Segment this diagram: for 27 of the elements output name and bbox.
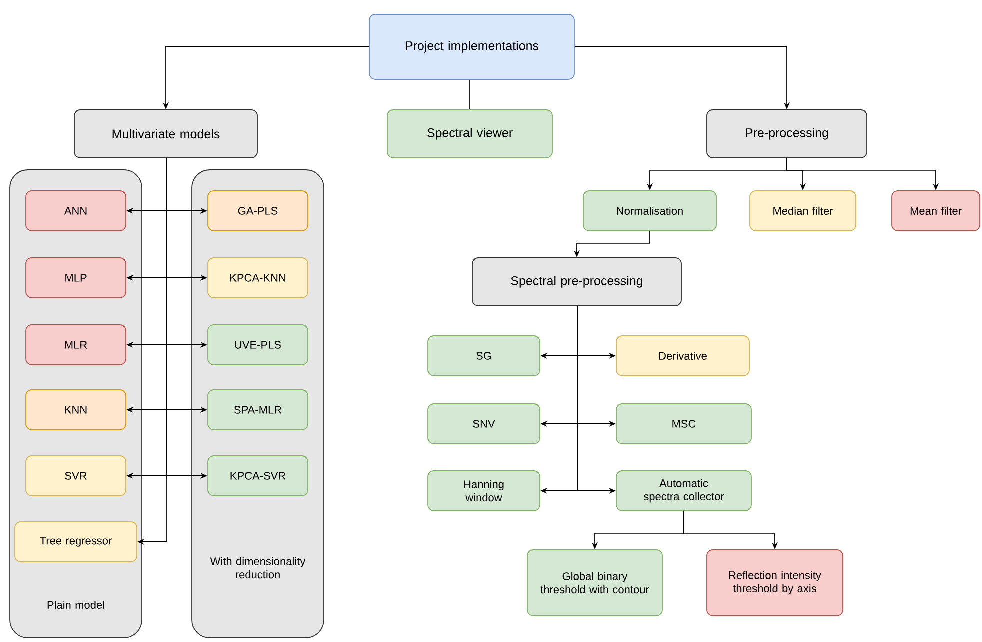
process-box: UVE-PLS (208, 324, 308, 366)
process-box: KNN (26, 390, 126, 430)
process-box: Mean filter (892, 190, 980, 232)
process-box: SVR (26, 456, 126, 496)
process-box: Spectral pre-processing (472, 258, 682, 306)
process-box: Median filter (750, 190, 856, 232)
process-box: Multivariate models (74, 110, 258, 158)
process-box: KPCA-KNN (208, 258, 308, 298)
process-box: Tree regressor (14, 522, 138, 562)
process-box: SPA-MLR (208, 390, 308, 430)
process-box: MSC (616, 404, 752, 444)
process-box: SNV (428, 404, 540, 444)
process-box: Global binary threshold with contour (527, 550, 663, 616)
process-box: Project implementations (369, 14, 575, 80)
process-box: Spectral viewer (387, 110, 553, 158)
process-box: SG (428, 336, 540, 376)
process-box: KPCA-SVR (208, 456, 308, 496)
process-box: GA-PLS (208, 190, 308, 232)
process-box: Automatic spectra collector (616, 470, 752, 512)
process-box: Normalisation (583, 190, 717, 232)
process-box: Reflection intensity threshold by axis (706, 550, 844, 616)
process-box: MLP (26, 258, 126, 298)
process-box: ANN (26, 190, 126, 232)
process-box: MLR (26, 324, 126, 366)
process-box: Hanning window (428, 470, 540, 512)
process-box: Pre-processing (706, 110, 868, 158)
process-box: Derivative (616, 336, 750, 376)
